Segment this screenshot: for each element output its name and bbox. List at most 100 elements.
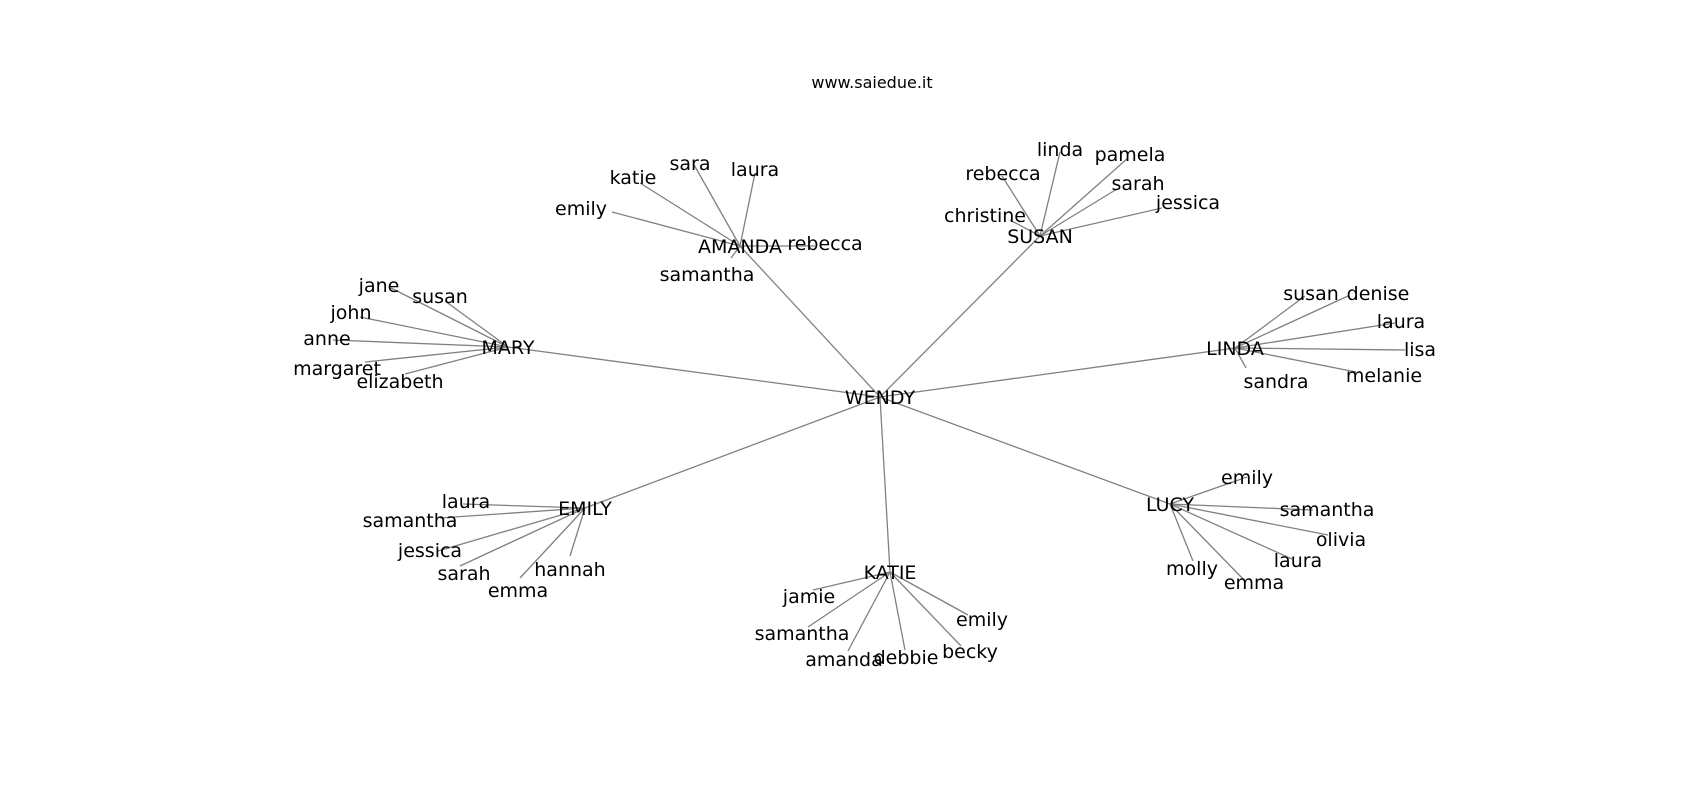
diagram-title: www.saiedue.it [811,73,932,92]
node-leaf-linda-sandra: sandra [1243,371,1308,393]
edge-linda-sandra [1234,347,1247,369]
node-hub-amanda: AMANDA [698,236,782,258]
edge-amanda-laura [739,172,756,247]
edge-mary-anne [332,339,509,348]
edge-emily-hannah [569,507,586,557]
node-leaf-lucy-olivia: olivia [1316,529,1366,551]
node-leaf-linda-susan: susan [1283,283,1339,305]
edge-lucy-olivia [1169,503,1329,536]
node-leaf-lucy-samantha: samantha [1280,499,1375,521]
edge-katie-jamie [812,571,891,591]
edge-lucy-emma [1169,503,1247,583]
edge-lucy-laura [1169,503,1293,560]
edge-katie-debbie [889,571,906,651]
node-hub-katie: KATIE [864,562,917,584]
node-leaf-lucy-molly: molly [1166,558,1218,580]
edge-mary-margaret [364,346,509,363]
edge-emily-jessica [437,507,586,552]
edge-linda-susan [1234,295,1306,349]
edge-amanda-sara [692,162,741,247]
node-leaf-mary-john: john [330,302,372,324]
node-leaf-emily-samantha: samantha [363,510,458,532]
node-leaf-susan-christine: christine [944,205,1026,227]
node-leaf-lucy-emily: emily [1221,467,1273,489]
node-leaf-mary-jane: jane [358,275,400,297]
edge-mary-jane [390,287,509,348]
node-leaf-katie-amanda: amanda [805,649,883,671]
node-leaf-amanda-rebecca: rebecca [787,233,862,255]
node-leaf-amanda-laura: laura [731,159,779,181]
edge-emily-samantha [439,507,586,519]
edge-susan-christine [1009,219,1041,237]
edge-katie-samantha [807,571,891,628]
edge-susan-jessica [1039,207,1163,237]
edge-amanda-katie [639,182,741,247]
node-leaf-susan-rebecca: rebecca [965,163,1040,185]
edge-linda-denise [1234,295,1349,349]
edge-mary-elizabeth [404,346,509,375]
edge-wendy-katie [879,396,891,573]
node-leaf-linda-denise: denise [1347,283,1410,305]
node-leaf-linda-lisa: lisa [1404,339,1436,361]
node-leaf-mary-elizabeth: elizabeth [356,371,443,393]
node-leaf-emily-emma: emma [488,580,548,602]
edge-mary-john [359,316,509,348]
edge-wendy-emily [584,396,881,509]
edge-amanda-samantha [730,245,741,259]
node-leaf-amanda-katie: katie [610,167,657,189]
edge-lucy-emily [1169,476,1248,505]
node-leaf-amanda-emily: emily [555,198,607,220]
edge-katie-emily [889,571,969,616]
edge-lucy-samantha [1169,503,1314,511]
edge-katie-becky [889,571,962,647]
edge-wendy-mary [507,346,881,398]
node-leaf-mary-susan: susan [412,286,468,308]
edge-emily-laura [462,503,586,509]
node-leaf-emily-hannah: hannah [534,559,605,581]
node-leaf-linda-laura: laura [1377,311,1425,333]
node-leaf-katie-debbie: debbie [874,647,939,669]
node-leaf-mary-anne: anne [303,328,350,350]
node-leaf-amanda-sara: sara [670,153,711,175]
node-hub-linda: LINDA [1206,338,1264,360]
node-leaf-katie-emily: emily [956,609,1008,631]
node-hub-emily: EMILY [558,498,612,520]
edge-wendy-lucy [879,396,1171,505]
edge-mary-susan [444,300,509,348]
edge-susan-pamela [1039,157,1129,237]
node-center-wendy: WENDY [845,387,916,409]
edge-katie-amanda [847,571,891,652]
node-leaf-susan-linda: linda [1037,139,1083,161]
edge-susan-rebecca [1001,175,1041,237]
node-hub-lucy: LUCY [1146,494,1194,516]
node-leaf-emily-sarah: sarah [437,563,490,585]
node-leaf-susan-pamela: pamela [1095,144,1166,166]
edge-lucy-molly [1169,503,1194,562]
node-leaf-susan-jessica: jessica [1155,192,1220,214]
node-leaf-katie-jamie: jamie [782,586,835,608]
edge-susan-linda [1039,151,1061,237]
node-leaf-amanda-samantha: samantha [660,264,755,286]
edge-wendy-amanda [739,245,881,398]
node-leaf-emily-jessica: jessica [397,540,462,562]
edge-linda-melanie [1234,347,1357,373]
node-hub-mary: MARY [482,337,535,359]
node-leaf-katie-becky: becky [942,641,998,663]
edge-wendy-linda [879,347,1236,398]
edge-wendy-susan [879,235,1041,398]
edge-linda-lisa [1234,347,1406,351]
node-leaf-mary-margaret: margaret [293,358,381,380]
node-leaf-lucy-emma: emma [1224,572,1284,594]
node-hub-susan: SUSAN [1007,226,1073,248]
edge-emily-emma [519,507,586,579]
edge-emily-sarah [459,507,586,567]
node-leaf-emily-laura: laura [442,491,490,513]
edges-layer [332,151,1406,652]
edge-susan-sarah [1039,188,1118,237]
node-leaf-susan-sarah: sarah [1111,173,1164,195]
node-leaf-linda-melanie: melanie [1346,365,1422,387]
node-leaf-katie-samantha: samantha [755,623,850,645]
node-leaf-lucy-laura: laura [1274,550,1322,572]
